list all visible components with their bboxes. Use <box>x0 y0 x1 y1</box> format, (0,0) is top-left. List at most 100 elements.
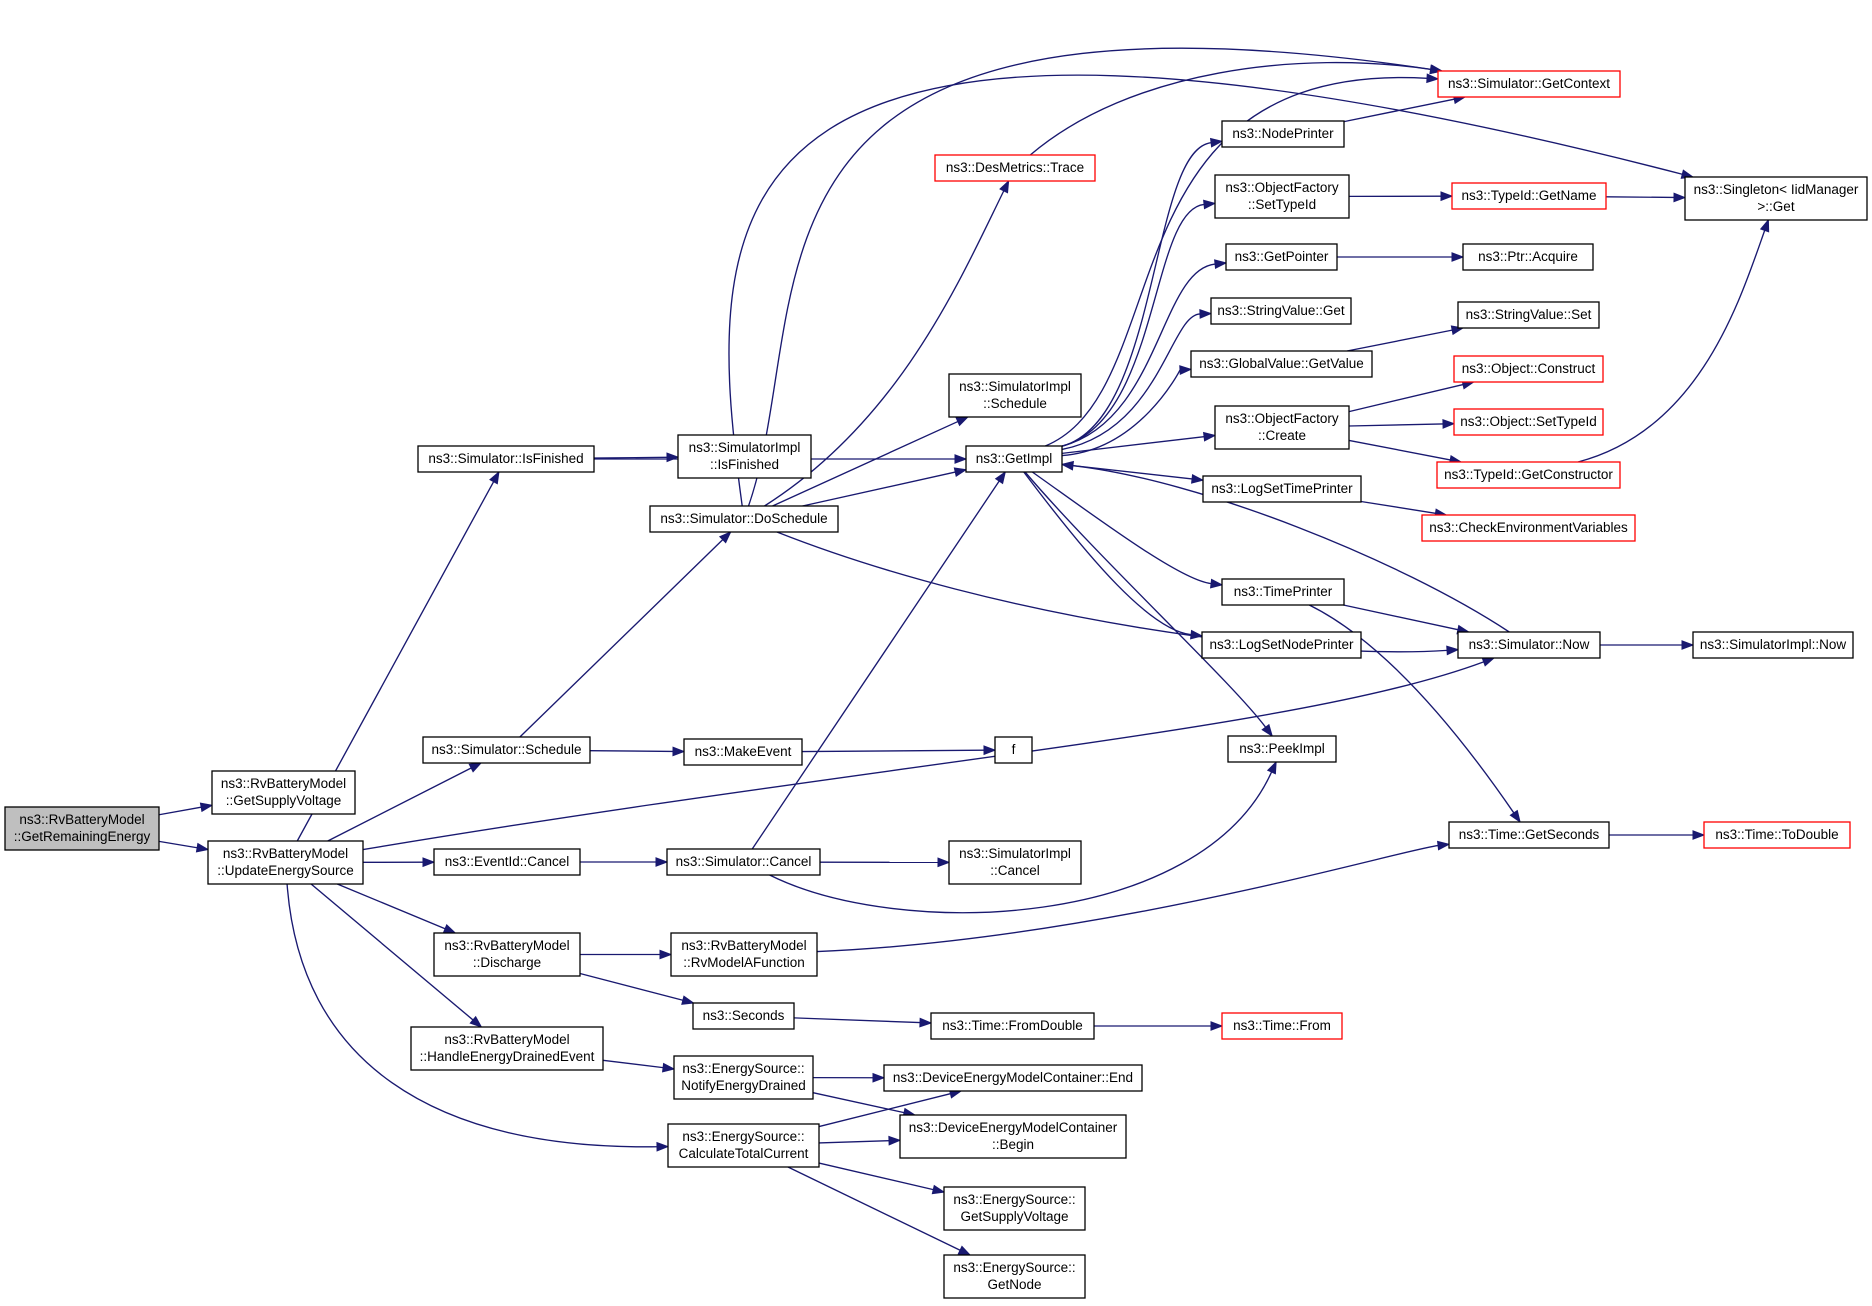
node-des-trace[interactable]: ns3::DesMetrics::Trace <box>934 154 1096 182</box>
node-impl-now[interactable]: ns3::SimulatorImpl::Now <box>1692 631 1854 659</box>
node-sim-cancel[interactable]: ns3::Simulator::Cancel <box>666 848 821 876</box>
node-label: ::IsFinished <box>710 457 779 472</box>
node-label: ns3::Simulator::GetContext <box>1448 76 1610 91</box>
node-global-value-get[interactable]: ns3::GlobalValue::GetValue <box>1190 350 1373 378</box>
node-box <box>1210 297 1352 325</box>
function-nodes: ns3::RvBatteryModel::GetRemainingEnergyn… <box>4 70 1868 1299</box>
node-obj-set-type-id[interactable]: ns3::Object::SetTypeId <box>1453 408 1604 436</box>
node-box <box>899 1114 1127 1159</box>
node-label: ns3::TypeId::GetConstructor <box>1444 467 1613 482</box>
node-demc-end[interactable]: ns3::DeviceEnergyModelContainer::End <box>883 1064 1143 1092</box>
node-sim-is-finished[interactable]: ns3::Simulator::IsFinished <box>417 445 595 473</box>
node-get-pointer[interactable]: ns3::GetPointer <box>1225 243 1338 271</box>
node-node-printer[interactable]: ns3::NodePrinter <box>1221 120 1345 148</box>
node-label: ns3::Seconds <box>703 1008 785 1023</box>
node-of-create[interactable]: ns3::ObjectFactory::Create <box>1214 405 1350 450</box>
node-label: ::Begin <box>992 1137 1034 1152</box>
node-label: CalculateTotalCurrent <box>679 1146 809 1161</box>
node-get-supply-voltage[interactable]: ns3::RvBatteryModel::GetSupplyVoltage <box>211 770 356 815</box>
node-label: ::SetTypeId <box>1248 197 1316 212</box>
node-impl-is-finished[interactable]: ns3::SimulatorImpl::IsFinished <box>677 434 812 479</box>
edge-line <box>793 1017 921 1024</box>
node-ptr-acquire[interactable]: ns3::Ptr::Acquire <box>1462 243 1594 271</box>
node-time-get-seconds[interactable]: ns3::Time::GetSeconds <box>1448 821 1610 849</box>
edge-line <box>801 749 985 753</box>
edge-time-printer-to-sim-now <box>1343 604 1471 635</box>
edge-line <box>337 883 446 930</box>
node-time-to-double[interactable]: ns3::Time::ToDouble <box>1703 821 1851 849</box>
node-demc-begin[interactable]: ns3::DeviceEnergyModelContainer::Begin <box>899 1114 1127 1159</box>
node-impl-cancel[interactable]: ns3::SimulatorImpl::Cancel <box>948 840 1082 885</box>
edge-sim-cancel-to-peek-impl <box>769 760 1277 914</box>
node-box <box>666 848 821 876</box>
node-time-from[interactable]: ns3::Time::From <box>1221 1012 1343 1040</box>
node-label: ns3::DesMetrics::Trace <box>946 160 1084 175</box>
node-rv-model-a[interactable]: ns3::RvBatteryModel::RvModelAFunction <box>670 932 818 977</box>
node-label: ns3::RvBatteryModel <box>223 846 348 861</box>
node-notify-drained[interactable]: ns3::EnergySource::NotifyEnergyDrained <box>673 1055 814 1100</box>
arrowhead-icon <box>1440 191 1454 202</box>
node-box <box>1214 174 1350 219</box>
node-seconds[interactable]: ns3::Seconds <box>692 1002 795 1030</box>
node-box <box>1225 243 1338 271</box>
node-peek-impl[interactable]: ns3::PeekImpl <box>1227 735 1337 763</box>
edge-sim-schedule-to-do-schedule <box>519 531 732 738</box>
arrowhead-icon <box>888 1135 902 1146</box>
edge-notify-drained-to-demc-end <box>812 1072 886 1083</box>
node-f[interactable]: f <box>994 736 1033 764</box>
node-get-impl[interactable]: ns3::GetImpl <box>965 445 1063 473</box>
arrowhead-icon <box>1481 657 1496 667</box>
node-handle-drained[interactable]: ns3::RvBatteryModel::HandleEnergyDrained… <box>410 1026 604 1071</box>
node-label: ::RvModelAFunction <box>683 955 805 970</box>
node-box <box>410 1026 604 1071</box>
node-type-id-get-name[interactable]: ns3::TypeId::GetName <box>1451 182 1607 210</box>
edge-line <box>158 840 198 849</box>
node-box <box>1453 408 1604 436</box>
node-check-env[interactable]: ns3::CheckEnvironmentVariables <box>1421 514 1636 542</box>
edge-line <box>818 1162 934 1191</box>
edge-do-schedule-to-des-trace <box>764 179 1010 507</box>
node-log-set-node-printer[interactable]: ns3::LogSetNodePrinter <box>1201 631 1362 659</box>
node-es-get-supply-voltage[interactable]: ns3::EnergySource::GetSupplyVoltage <box>943 1186 1086 1231</box>
edge-line <box>1024 471 1267 728</box>
node-of-set-type-id[interactable]: ns3::ObjectFactory::SetTypeId <box>1214 174 1350 219</box>
edge-line <box>1045 76 1428 447</box>
node-discharge[interactable]: ns3::RvBatteryModel::Discharge <box>433 932 581 977</box>
node-box <box>4 806 160 851</box>
node-update-energy-source[interactable]: ns3::RvBatteryModel::UpdateEnergySource <box>207 840 364 885</box>
arrowhead-icon <box>681 995 695 1005</box>
node-calc-total[interactable]: ns3::EnergySource::CalculateTotalCurrent <box>667 1123 820 1168</box>
node-singleton-get[interactable]: ns3::Singleton< IidManager>::Get <box>1684 176 1868 221</box>
node-impl-schedule[interactable]: ns3::SimulatorImpl::Schedule <box>948 373 1082 418</box>
arrowhead-icon <box>1442 418 1456 429</box>
node-label: ns3::GetImpl <box>976 451 1053 466</box>
edge-line <box>519 539 724 738</box>
node-label: ::Discharge <box>473 955 541 970</box>
node-get-constructor[interactable]: ns3::TypeId::GetConstructor <box>1436 461 1621 489</box>
edge-make-event-to-f <box>801 745 997 756</box>
node-get-context[interactable]: ns3::Simulator::GetContext <box>1437 70 1621 98</box>
node-label: ns3::ObjectFactory <box>1225 411 1339 426</box>
node-string-value-set[interactable]: ns3::StringValue::Set <box>1457 301 1600 329</box>
node-sim-now[interactable]: ns3::Simulator::Now <box>1457 631 1601 659</box>
edge-get-impl-to-string-value-get <box>1061 309 1213 451</box>
edge-calc-total-to-es-get-node <box>787 1166 972 1256</box>
node-time-printer[interactable]: ns3::TimePrinter <box>1221 578 1345 606</box>
node-es-get-node[interactable]: ns3::EnergySource::GetNode <box>943 1254 1086 1299</box>
edge-discharge-to-rv-model-a <box>580 949 673 960</box>
node-sim-schedule[interactable]: ns3::Simulator::Schedule <box>422 736 591 764</box>
node-string-value-get[interactable]: ns3::StringValue::Get <box>1210 297 1352 325</box>
node-box <box>943 1186 1086 1231</box>
node-make-event[interactable]: ns3::MakeEvent <box>683 738 803 766</box>
edge-line <box>747 47 1432 507</box>
node-time-from-double[interactable]: ns3::Time::FromDouble <box>930 1012 1095 1040</box>
node-box <box>943 1254 1086 1299</box>
edge-time-printer-to-time-get-seconds <box>1308 604 1521 824</box>
edge-line <box>362 661 1484 851</box>
node-obj-construct[interactable]: ns3::Object::Construct <box>1453 355 1604 383</box>
node-event-id-cancel[interactable]: ns3::EventId::Cancel <box>433 848 581 876</box>
node-box <box>433 848 581 876</box>
node-log-set-time-printer[interactable]: ns3::LogSetTimePrinter <box>1202 475 1362 503</box>
edge-time-from-double-to-time-from <box>1094 1021 1224 1031</box>
node-do-schedule[interactable]: ns3::Simulator::DoSchedule <box>649 505 839 533</box>
